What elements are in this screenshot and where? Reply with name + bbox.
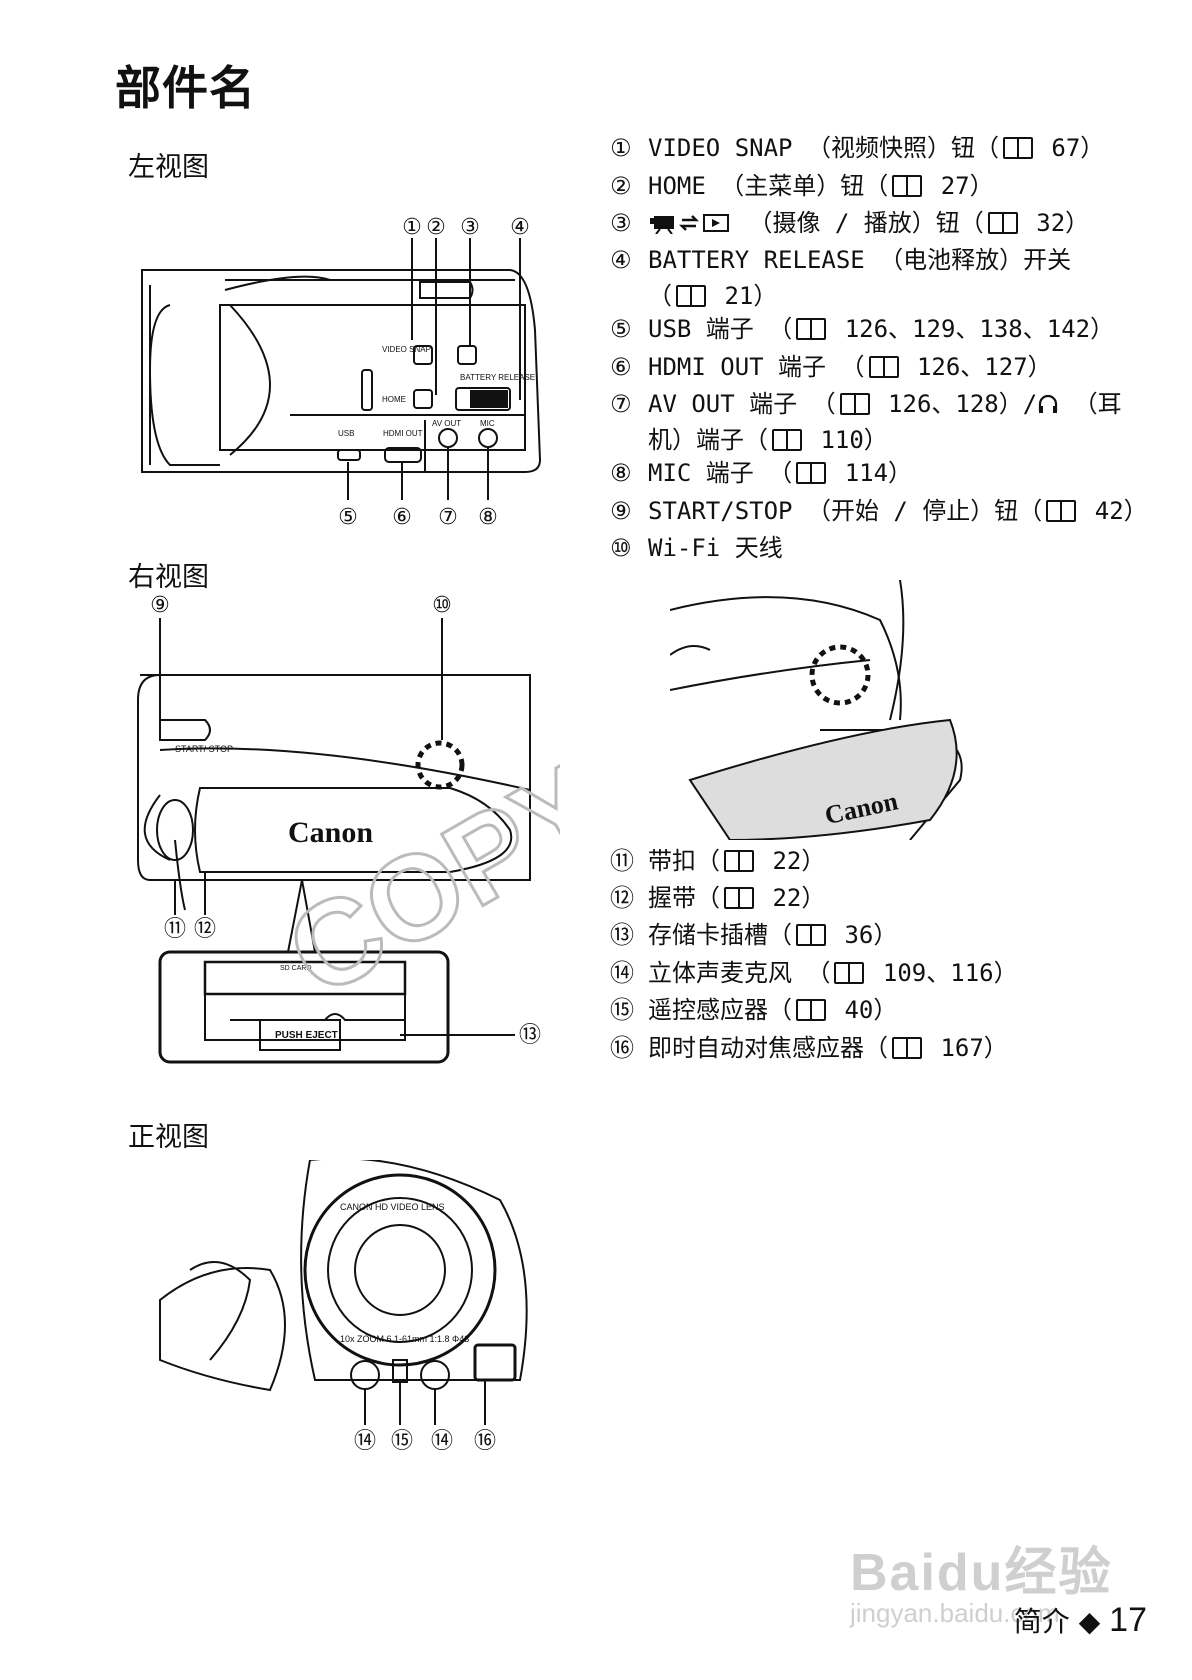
page-number: 17 (1109, 1601, 1147, 1639)
sd-card-label: SD CARD (280, 965, 312, 972)
book-icon (796, 999, 826, 1021)
watermark-logo: Baidu经验 (850, 1544, 1113, 1602)
home-label: HOME (382, 395, 406, 404)
callout-14: ⑭ (431, 1429, 453, 1454)
battery-release-label: BATTERY RELEASE (460, 373, 535, 382)
front-view-diagram: CANON HD VIDEO LENS 10x ZOOM 6.1-61mm 1:… (159, 1160, 528, 1454)
callout-12: ⑫ (194, 917, 216, 942)
callout-1: ① (402, 215, 422, 240)
wifi-antenna-diagram: Canon (670, 580, 963, 840)
callout-6: ⑥ (392, 505, 412, 530)
right-view-heading: 右视图 (128, 562, 209, 593)
canon-logo: Canon (288, 816, 373, 849)
watermark-url: jingyan.baidu.com (850, 1598, 1060, 1628)
camera-play-icon (650, 214, 729, 235)
list-item: ③ （摄像 / 播放）钮（ 32） (610, 209, 1090, 237)
callout-3: ③ (460, 215, 480, 240)
right-view-diagram: START/ STOP Canon SD CARD PUSH EJECT ⑨ ⑩… (137, 593, 560, 1064)
book-icon (839, 393, 870, 415)
callout-14: ⑭ (354, 1429, 376, 1454)
book-icon (834, 962, 865, 984)
book-icon (724, 850, 754, 872)
book-icon (724, 887, 754, 909)
callout-9: ⑨ (150, 593, 170, 618)
usb-label: USB (338, 429, 354, 438)
callout-13: ⑬ (519, 1023, 541, 1048)
book-icon (892, 1037, 922, 1059)
left-view-heading: 左视图 (128, 152, 209, 183)
book-icon (1046, 500, 1077, 522)
callout-15: ⑮ (391, 1429, 413, 1454)
callout-16: ⑯ (474, 1429, 496, 1454)
front-view-heading: 正视图 (128, 1122, 209, 1153)
callout-8: ⑧ (478, 505, 498, 530)
callout-11: ⑪ (164, 917, 186, 942)
av-out-label: AV OUT (432, 419, 461, 428)
page-footer: 简介 ◆ 17 (1014, 1600, 1147, 1640)
page-title: 部件名 (115, 61, 256, 115)
mic-label: MIC (480, 419, 495, 428)
book-icon (796, 318, 827, 340)
lens-ring-top-label: CANON HD VIDEO LENS (340, 1202, 445, 1212)
callout-5: ⑤ (338, 505, 358, 530)
callout-7: ⑦ (438, 505, 458, 530)
book-icon (987, 212, 1018, 234)
left-view-diagram: VIDEO SNAP HOME BATTERY RELEASE USB HDMI… (141, 215, 542, 530)
start-stop-label: START/ STOP (175, 744, 233, 754)
book-icon (868, 356, 899, 378)
push-eject-label: PUSH EJECT (275, 1030, 338, 1041)
footer-section: 简介 (1013, 1605, 1070, 1638)
lens-ring-bottom-label: 10x ZOOM 6.1-61mm 1:1.8 Φ43 (340, 1334, 469, 1344)
book-icon (796, 462, 827, 484)
callout-10: ⑩ (432, 593, 452, 618)
book-icon (676, 285, 706, 307)
book-icon (772, 429, 802, 451)
book-icon (1002, 137, 1033, 159)
headphones-icon (1039, 394, 1058, 413)
hdmi-out-label: HDMI OUT (383, 429, 423, 438)
book-icon (892, 175, 923, 197)
footer-bullet: ◆ (1078, 1605, 1101, 1638)
callout-2: ② (426, 215, 446, 240)
callout-4: ④ (510, 215, 530, 240)
video-snap-label: VIDEO SNAP (382, 345, 431, 354)
book-icon (796, 924, 826, 946)
